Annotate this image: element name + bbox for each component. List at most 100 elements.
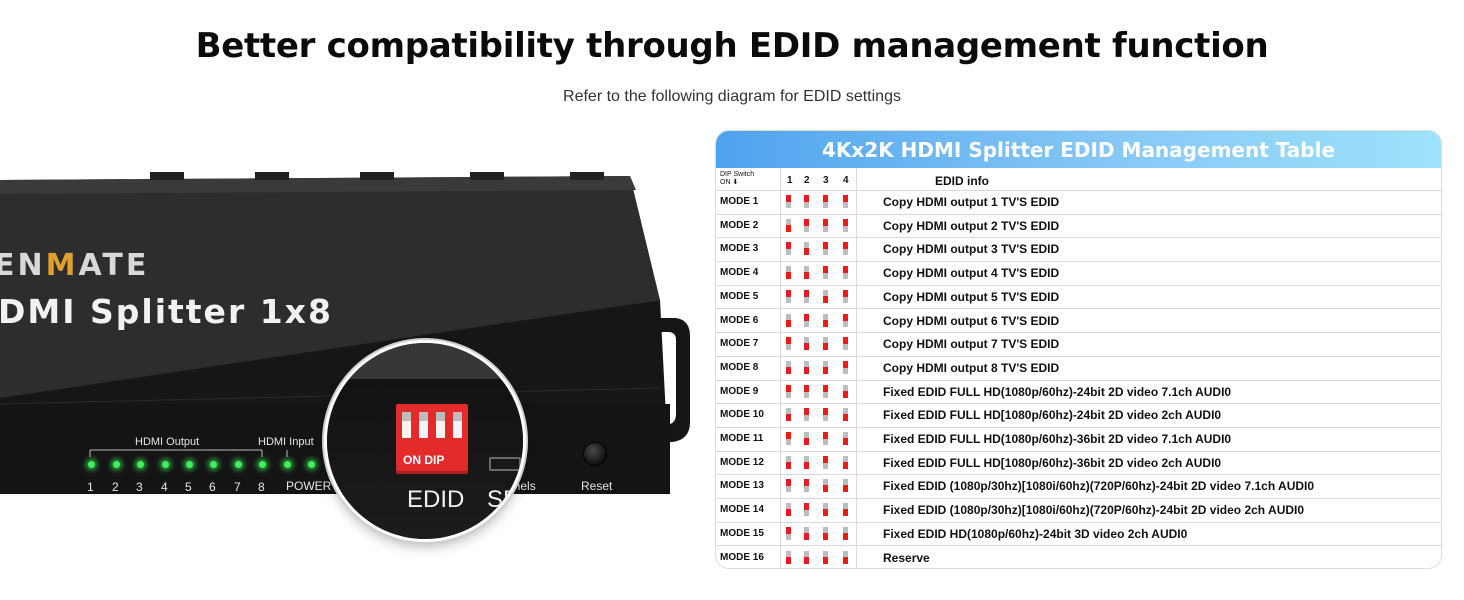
- dip-switch-indicator-3: [823, 479, 828, 493]
- edid-info-text: Copy HDMI output 6 TV'S EDID: [883, 313, 1060, 328]
- mode-label: MODE 7: [720, 338, 759, 350]
- dip-switch-indicator-3: [823, 384, 828, 398]
- output-led-1: [88, 461, 95, 468]
- dip-switch-indicator-1: [786, 432, 791, 445]
- dip-switch-lever: [804, 384, 809, 392]
- dip-switch-indicator-3: [823, 337, 828, 351]
- port-number: 4: [161, 480, 168, 494]
- dip-switch-indicator-1: [786, 313, 791, 327]
- dip-switch-lever: [804, 438, 809, 445]
- dip-switch-lever: [843, 461, 848, 469]
- table-row: MODE 3 Copy HDMI output 3 TV'S EDID: [716, 238, 1441, 263]
- dip-switch-indicator-2: [804, 479, 809, 493]
- switch-number-header: 4: [843, 175, 849, 186]
- dip-switch-lever: [843, 532, 848, 540]
- dip-switch-lever: [786, 384, 791, 392]
- dip-switch-lever: [843, 289, 848, 297]
- dip-switch-indicator-4: [843, 242, 848, 256]
- dip-key-4[interactable]: [453, 412, 462, 438]
- dip-key-2[interactable]: [419, 412, 428, 438]
- dip-switch-lever: [804, 343, 809, 351]
- dip-switch-indicator-3: [823, 360, 828, 374]
- dip-switch-lever: [843, 337, 848, 345]
- dip-switch-indicator-1: [786, 550, 791, 564]
- table-row: MODE 2 Copy HDMI output 2 TV'S EDID: [716, 215, 1441, 239]
- reset-button[interactable]: [583, 442, 607, 466]
- edid-info-text: Fixed EDID (1080p/30hz)[1080i/60hz)(720P…: [883, 503, 1305, 518]
- dip-switch-lever: [786, 461, 791, 469]
- dip-switch-lever: [843, 485, 848, 493]
- dip-switch-indicator-3: [823, 503, 828, 517]
- dip-switch-lever: [823, 532, 828, 540]
- dip-switch-lever: [843, 438, 848, 445]
- mode-label: MODE 2: [720, 219, 759, 231]
- dip-switch-indicator-2: [804, 337, 809, 351]
- output-led-3: [137, 461, 144, 468]
- brand-logo: ENMATE: [0, 248, 149, 283]
- dip-switch-lever: [823, 408, 828, 416]
- dip-switch-indicator-2: [804, 266, 809, 280]
- dip-switch-lever: [843, 313, 848, 321]
- switch-number-header: 2: [804, 175, 810, 186]
- dip-key-1[interactable]: [402, 412, 411, 438]
- port-number: 8: [258, 480, 265, 494]
- dip-switch-lever: [843, 360, 848, 368]
- dip-switch-lever: [804, 479, 809, 487]
- dip-switch-indicator-4: [843, 479, 848, 493]
- dip-switch-indicator-4: [843, 360, 848, 374]
- dip-switch-lever: [823, 319, 828, 327]
- dip-switch-indicator-4: [843, 195, 848, 208]
- edid-info-text: Copy HDMI output 2 TV'S EDID: [883, 218, 1060, 233]
- power-led: [308, 461, 315, 468]
- dip-switch-indicator-4: [843, 526, 848, 540]
- dip-switch-lever: [823, 384, 828, 392]
- dip-switch-lever: [786, 289, 791, 297]
- dip-switch-indicator-3: [823, 432, 828, 445]
- zoom-top-face: [327, 343, 523, 379]
- dip-switch-indicator-4: [843, 550, 848, 564]
- dip-switch-lever: [786, 366, 791, 374]
- dip-switch-indicator-4: [843, 455, 848, 469]
- dip-switch-indicator-2: [804, 360, 809, 374]
- dip-switch-indicator-3: [823, 526, 828, 540]
- dip-switch-indicator-4: [843, 503, 848, 517]
- mode-label: MODE 1: [720, 196, 759, 207]
- mode-label: MODE 4: [720, 267, 759, 279]
- edid-info-text: Copy HDMI output 5 TV'S EDID: [883, 289, 1060, 304]
- dip-switch-lever: [843, 266, 848, 274]
- power-label: POWER: [286, 479, 332, 493]
- port-number: 3: [136, 480, 143, 494]
- brand-logo-prefix: EN: [0, 248, 46, 283]
- dip-key-3[interactable]: [436, 412, 445, 438]
- dip-switch-lever: [804, 532, 809, 540]
- dip-switch-lever: [804, 313, 809, 321]
- dip-switch-lever: [786, 272, 791, 280]
- dip-switch-indicator-4: [843, 337, 848, 351]
- dip-switch-lever: [786, 509, 791, 517]
- dip-switch-lever: [823, 366, 828, 374]
- table-header-row: DIP Switch ON ⬇ 1 2 3 4 EDID info: [716, 168, 1441, 191]
- dip-switch-header: DIP Switch ON ⬇: [720, 171, 754, 187]
- dip-switch-indicator-3: [823, 218, 828, 232]
- dip-switch-indicator-1: [786, 266, 791, 280]
- dip-switch-lever: [804, 366, 809, 374]
- dip-switch-lever: [786, 319, 791, 327]
- output-led-5: [186, 461, 193, 468]
- dip-switch-lever: [786, 195, 791, 202]
- dip-switch-lever: [786, 242, 791, 250]
- dip-switch-indicator-1: [786, 360, 791, 374]
- dip-switch-indicator-2: [804, 526, 809, 540]
- dip-switch-lever: [843, 218, 848, 226]
- edid-info-text: Fixed EDID FULL HD(1080p/60hz)-36bit 2D …: [883, 432, 1232, 446]
- dip-switch-indicator-3: [823, 313, 828, 327]
- switch-number-header: 1: [787, 175, 793, 186]
- edid-info-text: Copy HDMI output 3 TV'S EDID: [883, 242, 1060, 257]
- dip-switch-indicator-3: [823, 408, 828, 422]
- dip-switch-indicator-1: [786, 526, 791, 540]
- dip-switch-indicator-2: [804, 195, 809, 208]
- mode-label: MODE 3: [720, 243, 759, 255]
- port-number: 1: [87, 480, 94, 494]
- mode-label: MODE 12: [720, 456, 764, 468]
